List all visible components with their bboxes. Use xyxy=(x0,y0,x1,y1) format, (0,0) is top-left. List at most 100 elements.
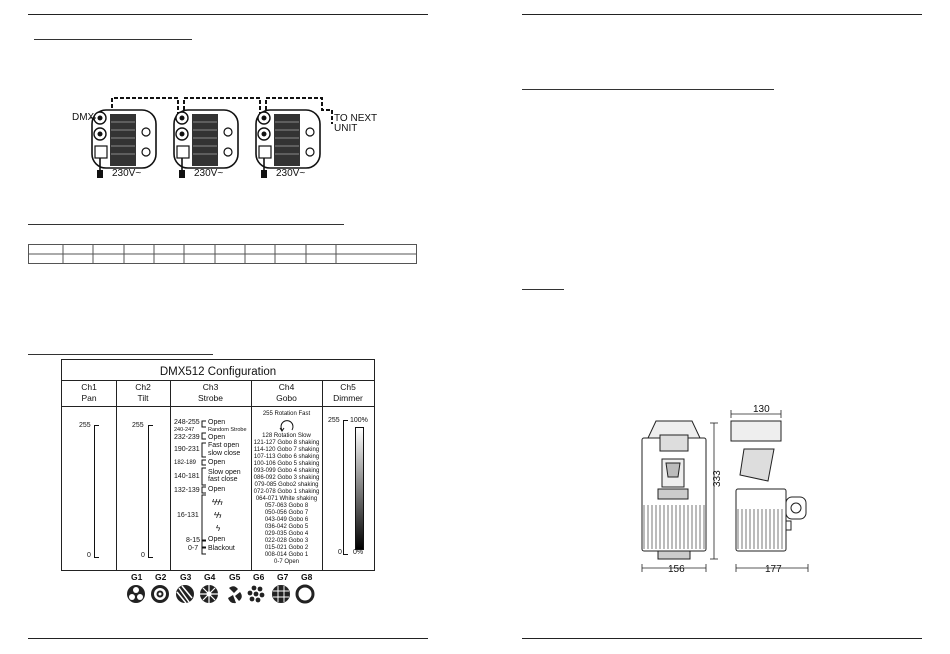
header-divider xyxy=(62,406,374,407)
gobo-label-g1: G1 xyxy=(131,572,143,582)
tilt-min: 0 xyxy=(141,552,145,559)
dimmer-max: 255 xyxy=(328,417,340,424)
rotation-arrow-icon xyxy=(279,420,293,432)
dmx-label: DMX xyxy=(72,112,95,123)
dimmer-scale-bracket xyxy=(343,420,348,555)
voltage-label-1: 230V~ xyxy=(112,168,141,179)
dim-front-width: 156 xyxy=(668,564,685,575)
heading-underline-5 xyxy=(522,289,564,290)
left-footer-rule xyxy=(28,638,428,639)
heading-underline-1 xyxy=(34,39,192,40)
gobo-row-11: 057-063 Gobo 8 xyxy=(264,503,309,509)
strobe-range-140: 140-181 xyxy=(174,473,200,480)
strobe-range-240: 240-247 xyxy=(174,427,195,433)
strobe-range-8: 8-15 xyxy=(186,537,201,544)
strobe-label-fast-close: fast close xyxy=(208,476,238,483)
strobe-label-blackout: Blackout xyxy=(208,545,235,552)
dmx-connection-diagram: DMX TO NEXT UNIT 230V~ 230V~ 230V~ xyxy=(72,97,377,179)
dmx-config-title: DMX512 Configuration xyxy=(159,366,277,378)
gobo-g2-icon xyxy=(151,585,169,603)
strobe-label-open-4: Open xyxy=(208,486,226,493)
strobe-label-slow-open: Slow open xyxy=(208,469,241,476)
gobo-row-5: 100-106 Gobo 5 shaking xyxy=(253,461,320,467)
gobo-g3-icon xyxy=(176,585,194,604)
gobo-g6-icon xyxy=(247,585,265,603)
gobo-row-17: 015-021 Gobo 2 xyxy=(264,545,309,551)
strobe-range-182: 182-189 xyxy=(174,460,197,466)
strobe-label-slow-close: slow close xyxy=(208,450,241,457)
strobe-label-open-2: Open xyxy=(208,434,226,441)
gobo-row-2: 121-127 Gobo 8 shaking xyxy=(253,440,320,446)
gobo-label-g6: G6 xyxy=(253,572,265,582)
gobo-row-16: 022-028 Gobo 3 xyxy=(264,538,309,544)
gobo-label-g4: G4 xyxy=(204,572,216,582)
strobe-label-fast-open: Fast open xyxy=(208,442,240,449)
col-divider-1 xyxy=(116,380,117,570)
gobo-row-10: 064-071 White shaking xyxy=(255,496,318,502)
heading-underline-2 xyxy=(28,224,344,225)
strobe-lightning-icon-fast: ϟϟϟ xyxy=(212,498,223,507)
dimensions-drawing xyxy=(641,410,809,572)
strobe-range-248: 248-255 xyxy=(174,419,200,426)
empty-table xyxy=(28,244,417,264)
to-next-unit-label-2: UNIT xyxy=(334,123,357,134)
heading-underline-3 xyxy=(28,354,213,355)
strobe-lightning-icon-medium: ϟϟ xyxy=(214,511,222,520)
pan-max: 255 xyxy=(79,422,91,429)
tilt-max: 255 xyxy=(132,422,144,429)
gobo-row-8: 079-085 Gobo2 shaking xyxy=(254,482,319,488)
gobo-row-15: 029-035 Gobo 4 xyxy=(264,531,309,537)
left-header-rule xyxy=(28,14,428,15)
dimmer-top-pct: 100% xyxy=(350,417,368,424)
gobo-row-14: 036-042 Gobo 5 xyxy=(264,524,309,530)
right-header-rule xyxy=(522,14,922,15)
to-next-unit-label-1: TO NEXT xyxy=(334,113,377,124)
gobo-row-4: 107-113 Gobo 6 shaking xyxy=(253,454,320,460)
gobo-row-18: 008-014 Gobo 1 xyxy=(264,552,309,558)
dimmer-bottom-pct: 0% xyxy=(353,549,364,556)
gobo-label-g7: G7 xyxy=(277,572,289,582)
dimmer-gradient-bar xyxy=(355,427,364,550)
gobo-g8-icon xyxy=(295,584,315,604)
dim-height: 333 xyxy=(712,470,723,487)
strobe-label-open-3: Open xyxy=(208,459,226,466)
gobo-row-12: 050-056 Gobo 7 xyxy=(264,510,309,516)
voltage-label-2: 230V~ xyxy=(194,168,223,179)
gobo-label-g5: G5 xyxy=(229,572,241,582)
tilt-scale-bracket xyxy=(148,425,153,558)
title-divider xyxy=(62,380,374,381)
gobo-row-13: 043-049 Gobo 6 xyxy=(264,517,309,523)
gobo-rotation-fast: 255 Rotation Fast xyxy=(262,411,311,417)
gobo-list: 255 Rotation Fast 128 Rotation Slow 121-… xyxy=(251,411,322,566)
gobo-row-9: 072-078 Gobo 1 shaking xyxy=(253,489,320,495)
gobo-row-7: 086-092 Gobo 3 shaking xyxy=(253,475,320,481)
gobo-g1-icon xyxy=(127,585,145,603)
dim-top-width: 130 xyxy=(753,404,770,415)
strobe-label-open-5: Open xyxy=(208,536,226,543)
heading-underline-4 xyxy=(522,89,774,90)
gobo-row-6: 093-099 Gobo 4 shaking xyxy=(253,468,320,474)
strobe-range-16: 16-131 xyxy=(177,512,199,519)
gobo-g7-icon xyxy=(272,585,290,603)
strobe-lightning-icon-slow: ϟ xyxy=(216,524,221,533)
strobe-label-random: Random Strobe xyxy=(208,427,247,433)
gobo-label-g2: G2 xyxy=(155,572,167,582)
gobo-g4-icon xyxy=(200,585,218,603)
col-divider-4 xyxy=(322,380,323,570)
dim-side-width: 177 xyxy=(765,564,782,575)
gobo-row-19: 0-7 Open xyxy=(273,559,300,565)
gobo-label-g8: G8 xyxy=(301,572,313,582)
strobe-label-open-1: Open xyxy=(208,419,226,426)
strobe-brackets xyxy=(201,420,206,555)
gobo-icons xyxy=(127,584,315,604)
gobo-rotation-slow: 128 Rotation Slow xyxy=(262,433,311,439)
pan-min: 0 xyxy=(87,552,91,559)
dimmer-min: 0 xyxy=(338,549,342,556)
strobe-range-132: 132-139 xyxy=(174,487,200,494)
